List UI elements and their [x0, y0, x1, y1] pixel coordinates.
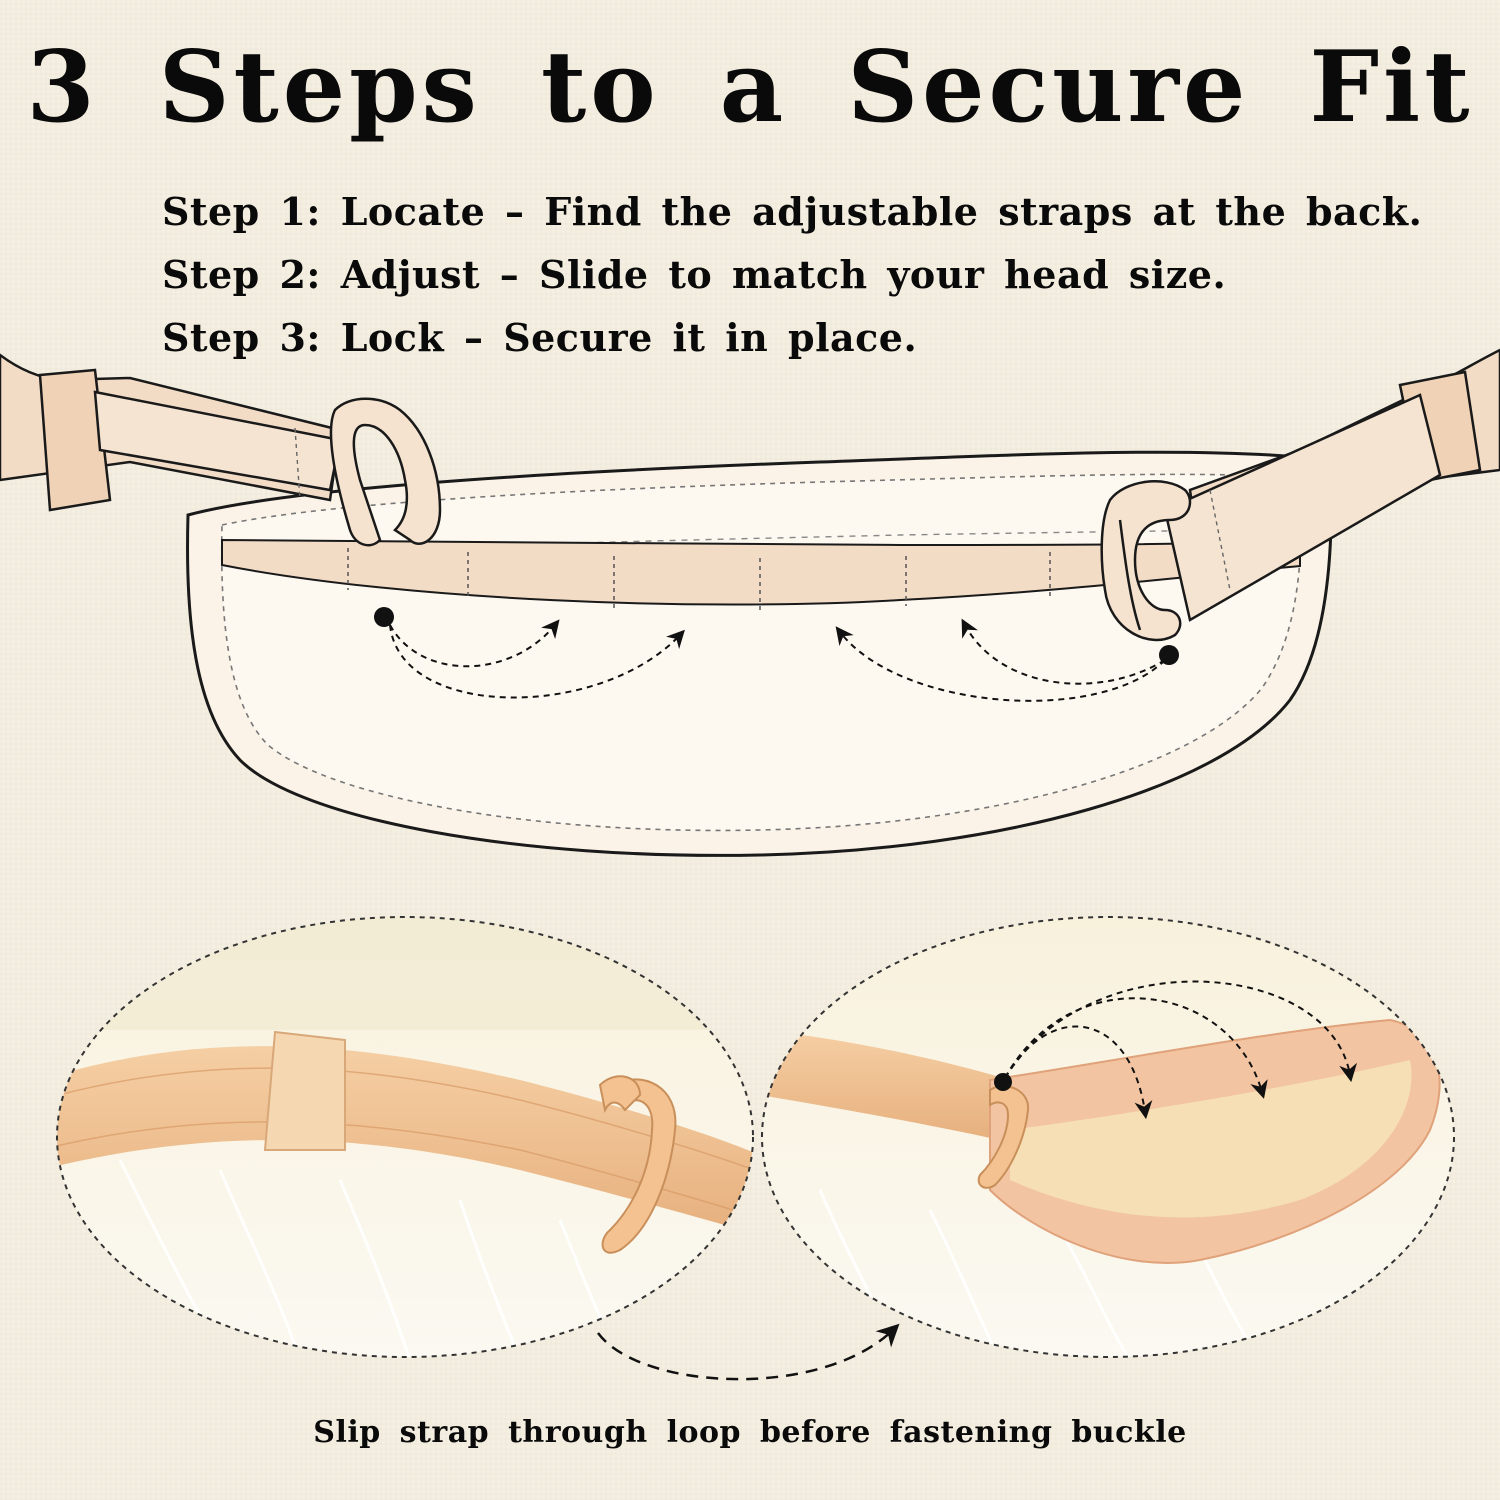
left-strap-keeper	[38, 368, 112, 512]
step-2-action: Adjust	[340, 252, 481, 297]
start-dot	[994, 1073, 1012, 1091]
step-2-label: Step 2:	[162, 252, 321, 297]
band-diagram	[0, 348, 1500, 857]
clip-icon	[329, 397, 442, 547]
start-dot	[374, 607, 394, 627]
step-3: Step 3: Lock – Secure it in place.	[162, 306, 1422, 369]
caption: Slip strap through loop before fastening…	[313, 1415, 1187, 1450]
step-3-action: Lock	[340, 315, 445, 360]
step-1-action: Locate	[340, 189, 486, 234]
dashed-arrow-icon	[596, 1323, 900, 1381]
step-2-separator: –	[480, 252, 540, 297]
step-3-text: Secure it in place.	[503, 315, 918, 360]
strap-photo-right	[761, 916, 1455, 1358]
steps-list: Step 1: Locate – Find the adjustable str…	[162, 180, 1422, 369]
step-1-separator: –	[485, 189, 545, 234]
strap-photo-left	[56, 916, 754, 1358]
page-title: 3 Steps to a Secure Fit	[26, 30, 1474, 145]
step-2: Step 2: Adjust – Slide to match your hea…	[162, 243, 1422, 306]
dashed-arrow-icon	[1004, 980, 1357, 1120]
step-1: Step 1: Locate – Find the adjustable str…	[162, 180, 1422, 243]
step-1-label: Step 1:	[162, 189, 321, 234]
dashed-arrow-icon	[389, 618, 1166, 702]
step-3-label: Step 3:	[162, 315, 321, 360]
step-1-text: Find the adjustable straps at the back.	[544, 189, 1423, 234]
clip-icon	[1100, 480, 1192, 642]
step-2-text: Slide to match your head size.	[539, 252, 1227, 297]
step-3-separator: –	[444, 315, 504, 360]
strap-tab-marks	[347, 548, 1051, 610]
